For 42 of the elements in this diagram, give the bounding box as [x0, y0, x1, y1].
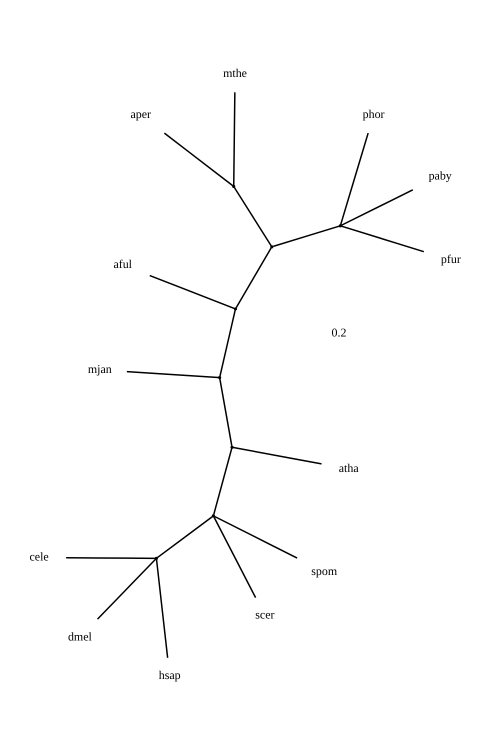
connector	[214, 516, 298, 559]
connector	[340, 132, 369, 225]
connector	[236, 248, 272, 308]
connector	[66, 556, 156, 560]
node-point	[230, 446, 234, 449]
node-text: aper	[130, 106, 151, 121]
connector	[96, 558, 156, 620]
connector	[232, 92, 236, 186]
node-text: aful	[113, 257, 132, 272]
connector	[341, 225, 424, 252]
node-point	[338, 224, 342, 228]
node-point	[234, 307, 238, 310]
connector	[219, 310, 236, 376]
node-point	[154, 556, 158, 560]
connector	[341, 189, 414, 226]
node-text: dmel	[68, 629, 92, 644]
connector	[273, 225, 340, 248]
node-point	[232, 184, 236, 188]
connector	[164, 132, 234, 186]
label: 0.2	[332, 325, 346, 340]
node-text: atha	[338, 461, 359, 476]
node-text: spom	[311, 564, 338, 578]
node-point	[270, 245, 274, 248]
connector	[213, 516, 256, 598]
connector	[150, 274, 234, 310]
node-text: paby	[428, 168, 452, 182]
node-text: pfur	[440, 252, 461, 266]
connector	[234, 187, 272, 246]
connector	[213, 448, 232, 515]
connector	[126, 370, 218, 378]
connector	[156, 560, 168, 658]
node-text: hsap	[158, 668, 181, 682]
node-point	[212, 514, 215, 518]
connector	[233, 446, 322, 465]
node-point	[218, 376, 222, 380]
node-text: mthe	[223, 66, 247, 80]
connector	[219, 378, 233, 446]
node-text: cele	[30, 550, 49, 564]
node-text: mjan	[88, 362, 112, 376]
node-text: scer	[255, 608, 274, 622]
connector	[157, 516, 213, 558]
node-text: phor	[362, 107, 385, 122]
